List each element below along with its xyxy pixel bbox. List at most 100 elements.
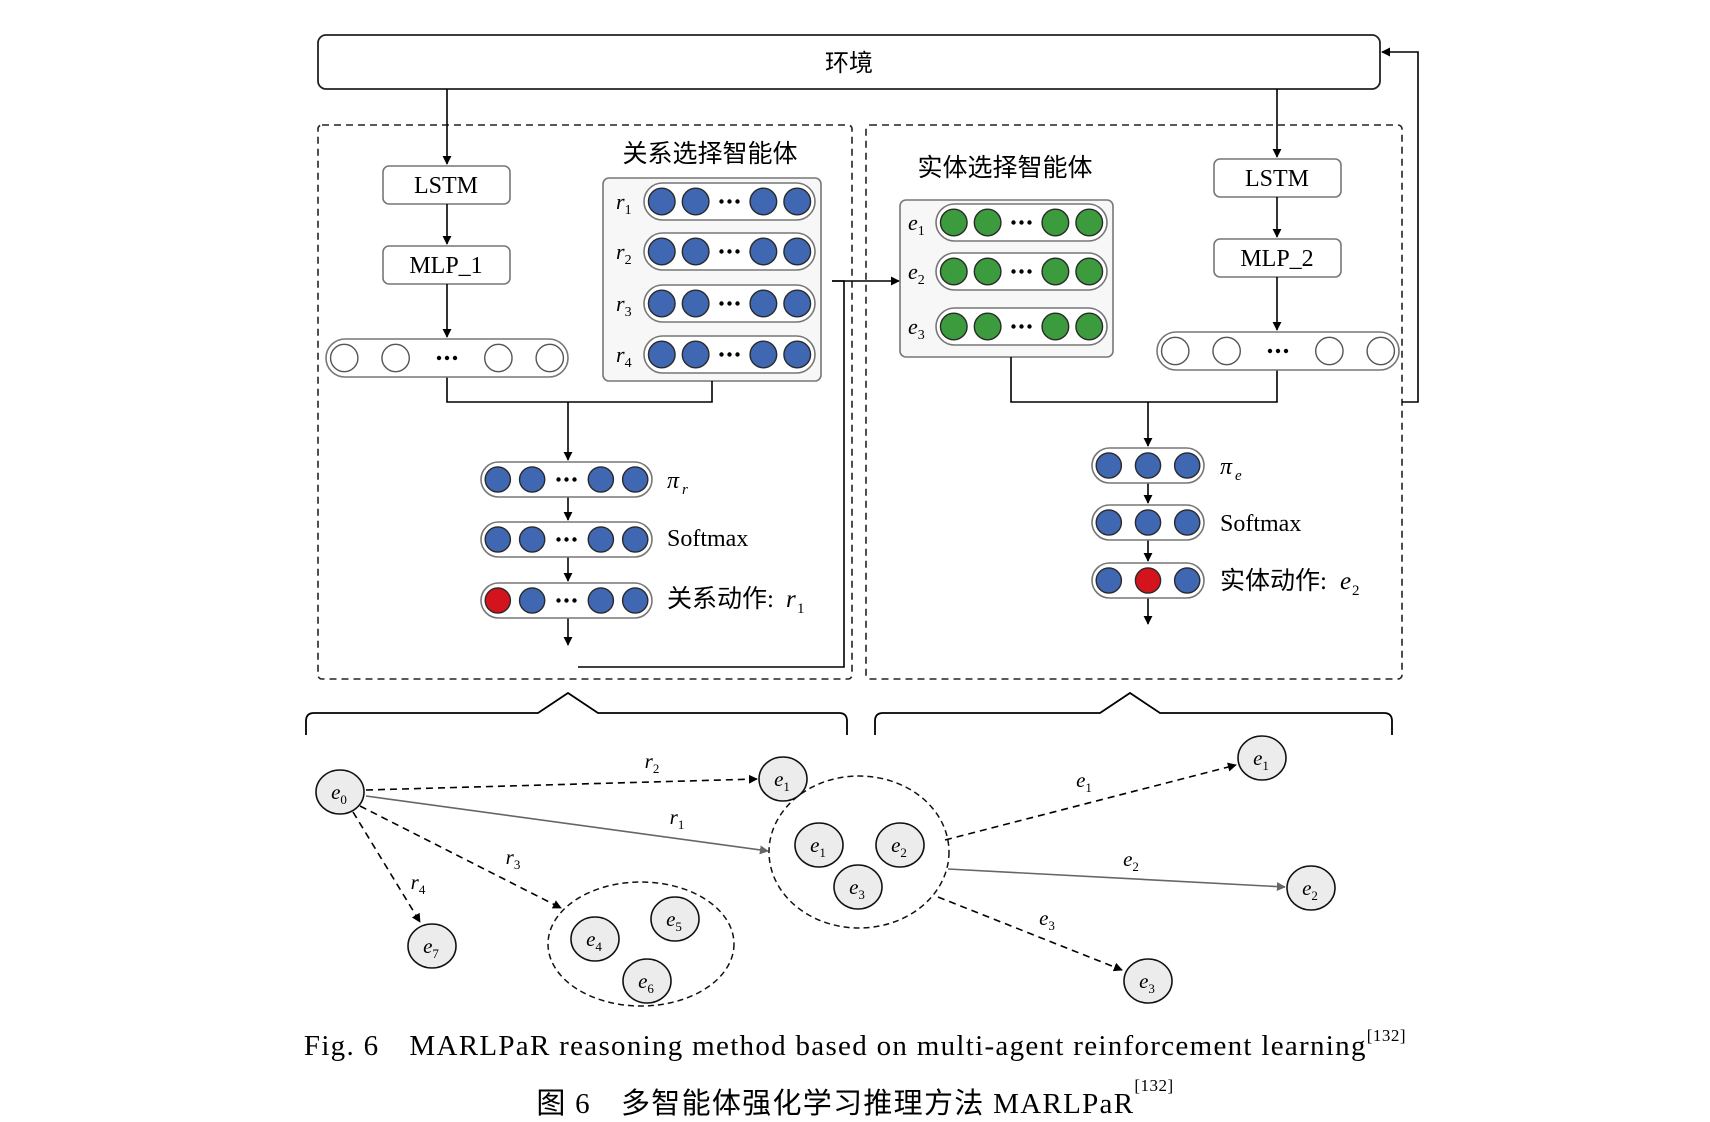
softmax-e-vector xyxy=(1091,504,1205,541)
vector-unit xyxy=(518,466,546,493)
vector-unit xyxy=(749,340,778,369)
relation-action-label: 关系动作: xyxy=(667,585,774,613)
caption-en-ref: [132] xyxy=(1366,1026,1407,1045)
entity-cluster-r1 xyxy=(768,775,950,929)
vector-unit xyxy=(1075,312,1104,341)
ellipsis-dot xyxy=(572,598,577,603)
vector-unit xyxy=(1314,336,1344,366)
graph-node xyxy=(875,822,925,868)
vector-unit xyxy=(518,587,546,614)
graph-edge-label-2: r3 xyxy=(506,845,521,872)
graph-node-label-11: e3 xyxy=(1139,969,1155,996)
entity-action-label: 实体动作: xyxy=(1220,567,1327,595)
vector-unit xyxy=(1212,336,1241,366)
vector-unit xyxy=(681,340,710,369)
vector-unit xyxy=(1173,567,1201,594)
vector-unit xyxy=(1134,452,1162,479)
graph-node xyxy=(570,916,620,962)
vector-unit xyxy=(647,187,676,216)
relation-label-3: r3 xyxy=(616,291,632,320)
entity-embedding-2 xyxy=(935,252,1108,291)
merge-line-relation xyxy=(446,377,713,403)
graph-node xyxy=(833,864,883,910)
graph-edge-label-0: r2 xyxy=(645,749,660,776)
vector-unit xyxy=(1075,257,1104,286)
vector-unit xyxy=(587,526,615,553)
pi-e-vector xyxy=(1091,447,1205,484)
vector-unit xyxy=(1041,312,1070,341)
ellipsis-dot xyxy=(1019,324,1024,329)
environment-label: 环境 xyxy=(825,50,873,77)
graph-node-label-1: e1 xyxy=(774,767,790,794)
ellipsis-dot xyxy=(556,537,561,542)
graph-node-label-2: e7 xyxy=(423,934,439,961)
pi-e-label: π xyxy=(1220,454,1233,480)
relation-label-4: r4 xyxy=(616,342,632,371)
graph-edge-r1 xyxy=(365,795,769,855)
ellipsis-dot xyxy=(719,301,724,306)
relation-label-1: r1 xyxy=(616,189,632,218)
brace-relation-step xyxy=(305,691,848,735)
graph-node-label-8: e3 xyxy=(849,875,865,902)
mlp-2-label: MLP_2 xyxy=(1240,246,1313,272)
ellipsis-dot xyxy=(564,477,569,482)
vector-unit xyxy=(973,208,1002,237)
ellipsis-dot xyxy=(735,199,740,204)
graph-edge-label-1: r1 xyxy=(670,805,685,832)
ellipsis-dot xyxy=(436,355,442,361)
vector-unit xyxy=(783,237,812,266)
relation-embedding-1 xyxy=(643,182,816,221)
graph-edge-e2 xyxy=(947,868,1286,892)
graph-edge-label-5: e2 xyxy=(1123,847,1139,874)
graph-node-label-0: e0 xyxy=(331,780,347,807)
entity-action-sub: 2 xyxy=(1352,583,1360,599)
ellipsis-dot xyxy=(564,537,569,542)
vector-unit xyxy=(1095,567,1123,594)
vector-unit xyxy=(681,237,710,266)
vector-unit xyxy=(1160,336,1190,366)
ellipsis-dot xyxy=(1027,220,1032,225)
vector-unit xyxy=(647,289,676,318)
vector-unit xyxy=(1041,208,1070,237)
merge-line-entity xyxy=(1010,357,1278,403)
graph-node-label-6: e1 xyxy=(810,833,826,860)
entity-label-3: e3 xyxy=(908,314,925,343)
ellipsis-dot xyxy=(1283,348,1289,354)
vector-unit xyxy=(621,526,649,553)
ellipsis-dot xyxy=(735,352,740,357)
vector-unit xyxy=(939,208,968,237)
graph-node xyxy=(1237,735,1287,781)
entity-agent-title: 实体选择智能体 xyxy=(917,154,1092,182)
caption-en-label: Fig. 6 xyxy=(303,1030,380,1062)
softmax-e-label: Softmax xyxy=(1220,511,1301,537)
feedback-arrow-to-environment xyxy=(1381,47,1419,403)
caption-english: Fig. 6 MARLPaR reasoning method based on … xyxy=(0,1026,1710,1063)
vector-unit xyxy=(518,526,546,553)
ellipsis-dot xyxy=(1011,269,1016,274)
ellipsis-dot xyxy=(719,249,724,254)
vector-unit xyxy=(1075,208,1104,237)
graph-node xyxy=(794,822,844,868)
caption-en-text: MARLPaR reasoning method based on multi-… xyxy=(409,1030,1367,1062)
ellipsis-dot xyxy=(444,355,450,361)
ellipsis-dot xyxy=(572,477,577,482)
graph-node-label-5: e6 xyxy=(638,969,654,996)
graph-node xyxy=(407,923,457,969)
entity-embedding-1 xyxy=(935,203,1108,242)
vector-unit xyxy=(783,187,812,216)
entity-embedding-3 xyxy=(935,307,1108,346)
ellipsis-dot xyxy=(1011,324,1016,329)
vector-unit xyxy=(647,340,676,369)
caption-zh-label: 图 6 xyxy=(536,1088,591,1120)
relation-label-2: r2 xyxy=(616,239,632,268)
ellipsis-dot xyxy=(572,537,577,542)
vector-unit xyxy=(484,466,512,493)
vector-unit xyxy=(484,343,513,373)
graph-node xyxy=(1123,958,1173,1004)
ellipsis-dot xyxy=(452,355,458,361)
graph-node-label-10: e2 xyxy=(1302,876,1318,903)
lstm-1-label: LSTM xyxy=(414,173,478,199)
pi-e-sub: e xyxy=(1235,468,1242,484)
